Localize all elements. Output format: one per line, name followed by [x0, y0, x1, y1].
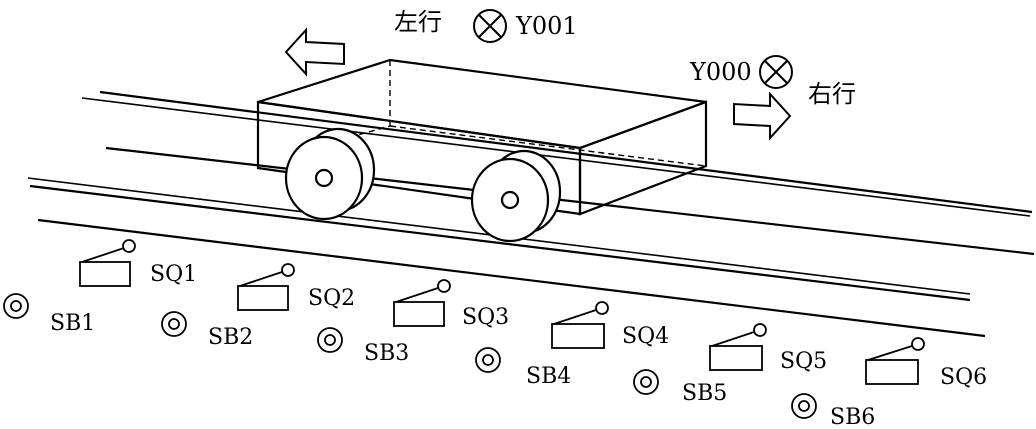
sq1-label: SQ1	[150, 262, 197, 287]
sq6-label: SQ6	[940, 365, 987, 390]
sb3-label: SB3	[364, 341, 409, 366]
lamp-right: Y000 右行	[689, 55, 856, 108]
button-sb3: SB3	[317, 327, 409, 366]
rail-back	[99, 90, 1033, 214]
lamp-left-label: 左行	[394, 8, 442, 36]
sb1-button-icon	[3, 293, 29, 319]
cart-side	[578, 100, 708, 216]
arrow-right-icon	[733, 91, 792, 141]
limit-switch-sq5: SQ5	[709, 323, 827, 374]
cart	[256, 58, 708, 243]
button-sb4: SB4	[475, 347, 571, 389]
rail-front	[29, 184, 971, 302]
button-sb6: SB6	[791, 393, 875, 429]
arrow-left-icon	[284, 27, 345, 77]
sb2-label: SB2	[208, 325, 253, 350]
button-sb2: SB2	[161, 311, 253, 350]
lamp-left-icon	[473, 9, 507, 43]
sq5-label: SQ5	[780, 349, 827, 374]
wheel-right	[470, 149, 562, 243]
lamp-left-code: Y001	[515, 12, 578, 40]
lamp-left: 左行 Y001	[394, 8, 578, 43]
limit-switch-sq3: SQ3	[393, 279, 509, 330]
rail-ground	[37, 218, 986, 338]
button-sb5: SB5	[633, 369, 727, 406]
lamp-right-icon	[759, 55, 793, 89]
sb5-button-icon	[633, 369, 659, 395]
limit-switch-sq1: SQ1	[79, 239, 197, 287]
sb6-label: SB6	[830, 405, 875, 429]
sb5-label: SB5	[682, 381, 727, 406]
sq2-label: SQ2	[308, 286, 355, 311]
sb4-button-icon	[475, 347, 501, 373]
rail-back-outer	[81, 97, 1031, 217]
wheel-left	[284, 127, 376, 221]
rails	[27, 90, 1035, 338]
sq3-label: SQ3	[462, 305, 509, 330]
sb1-label: SB1	[50, 311, 95, 336]
sb4-label: SB4	[526, 364, 571, 389]
button-sb1: SB1	[3, 293, 95, 336]
lamp-right-code: Y000	[689, 58, 752, 86]
cart-hidden-edge-1	[339, 125, 391, 141]
sb2-button-icon	[161, 311, 187, 337]
limit-switch-sq6: SQ6	[865, 337, 987, 390]
lamp-right-label: 右行	[808, 80, 856, 108]
sq4-label: SQ4	[622, 324, 669, 349]
rail-middle	[105, 146, 1035, 256]
limit-switch-sq4: SQ4	[551, 301, 669, 349]
sb3-button-icon	[317, 327, 343, 353]
cart-hidden-edge-2	[389, 125, 707, 167]
limit-switch-sq2: SQ2	[237, 263, 355, 311]
sb6-button-icon	[791, 393, 817, 419]
